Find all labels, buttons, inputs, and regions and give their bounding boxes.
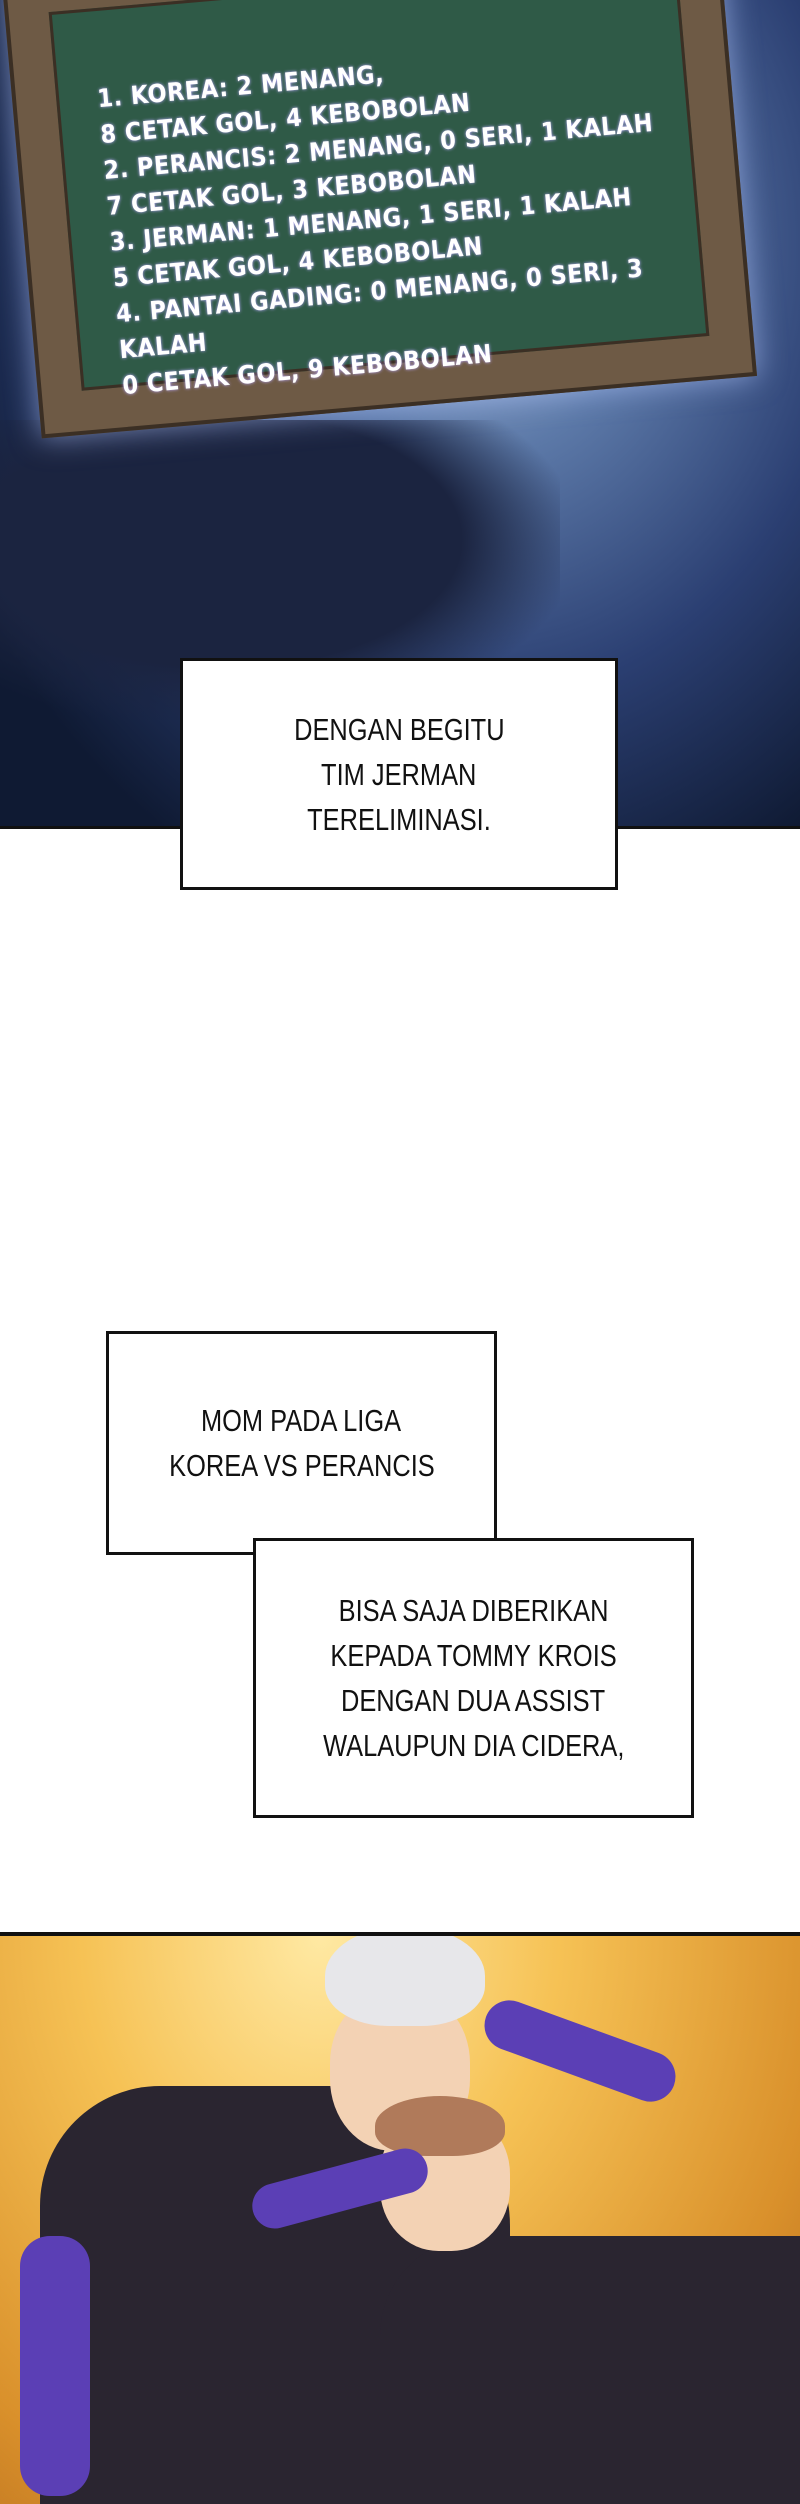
caption-line: TERELIMINASI. bbox=[307, 801, 491, 837]
player-one-hair bbox=[325, 1936, 485, 2026]
caption-line: WALAUPUN DIA CIDERA, bbox=[322, 1728, 625, 1763]
caption-line: DENGAN DUA ASSIST bbox=[341, 1683, 606, 1718]
caption-line: BISA SAJA DIBERIKAN bbox=[338, 1593, 609, 1628]
player-two-body bbox=[380, 2236, 800, 2504]
scoreboard-frame: 1. KOREA: 2 MENANG, 8 CETAK GOL, 4 KEBOB… bbox=[0, 0, 758, 439]
caption-mom: MOM PADA LIGA KOREA VS PERANCIS bbox=[106, 1331, 497, 1555]
caption-line: TIM JERMAN bbox=[321, 756, 477, 792]
caption-line: KOREA VS PERANCIS bbox=[168, 1448, 435, 1483]
player-two-hair bbox=[375, 2096, 505, 2156]
player-one-arm bbox=[477, 1993, 683, 2109]
players-action-panel bbox=[0, 1932, 800, 2504]
chalkboard: 1. KOREA: 2 MENANG, 8 CETAK GOL, 4 KEBOB… bbox=[48, 0, 710, 400]
caption-line: MOM PADA LIGA bbox=[201, 1403, 402, 1438]
player-one-arm-left bbox=[20, 2236, 90, 2496]
caption-line: KEPADA TOMMY KROIS bbox=[330, 1638, 617, 1673]
caption-assist: BISA SAJA DIBERIKAN KEPADA TOMMY KROIS D… bbox=[253, 1538, 694, 1818]
caption-line: DENGAN BEGITU bbox=[293, 711, 505, 747]
caption-eliminated: DENGAN BEGITU TIM JERMAN TERELIMINASI. bbox=[180, 658, 618, 890]
